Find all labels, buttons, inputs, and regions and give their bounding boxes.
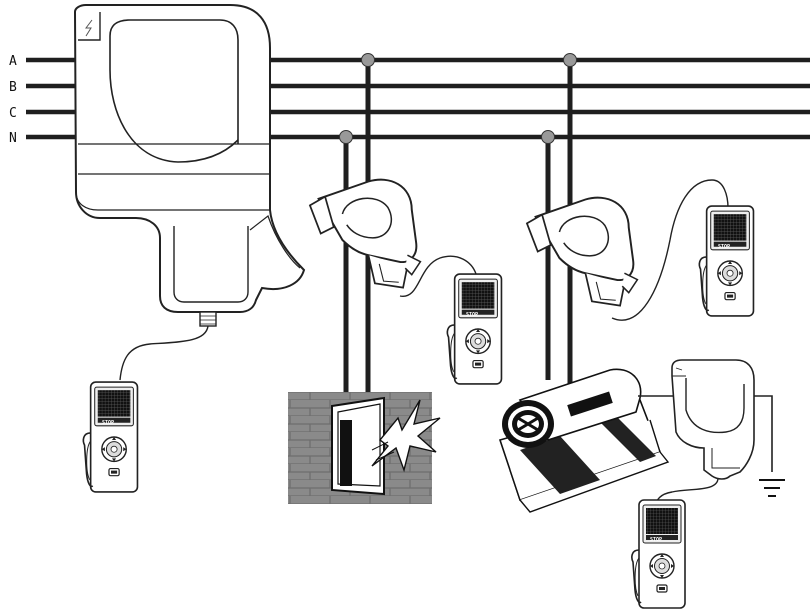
motor <box>498 368 676 513</box>
meter-3-screen-text: STOP <box>718 244 730 250</box>
lightning-icon <box>85 19 93 37</box>
cable <box>611 179 729 321</box>
meter-2-screen-text: STOP <box>466 312 478 318</box>
junction-dot <box>541 130 555 144</box>
clamp-meter-3 <box>525 196 639 307</box>
phase-label-b: B <box>9 80 17 95</box>
junction-dot <box>339 130 353 144</box>
large-clamp-meter <box>73 4 306 327</box>
leakage-meter-2: STOP <box>446 273 503 385</box>
leakage-meter-4: STOP <box>630 499 686 609</box>
cable <box>119 325 209 381</box>
junction-dot <box>563 53 577 67</box>
cable <box>399 255 477 297</box>
meter-4-screen-text: STOP <box>650 537 662 543</box>
leakage-meter-1: STOP <box>82 381 139 493</box>
spark-icon <box>371 399 441 473</box>
phase-label-c: C <box>9 106 17 121</box>
clamp-meter-4 <box>671 359 755 480</box>
phase-label-a: A <box>9 54 17 69</box>
clamp-meter-2 <box>308 178 422 289</box>
meter-1-screen-text: STOP <box>102 420 114 426</box>
ground-icon <box>759 479 785 497</box>
phase-label-n: N <box>9 131 17 146</box>
brick-wall <box>288 392 441 504</box>
leakage-meter-3: STOP <box>698 205 755 317</box>
junction-dot <box>361 53 375 67</box>
